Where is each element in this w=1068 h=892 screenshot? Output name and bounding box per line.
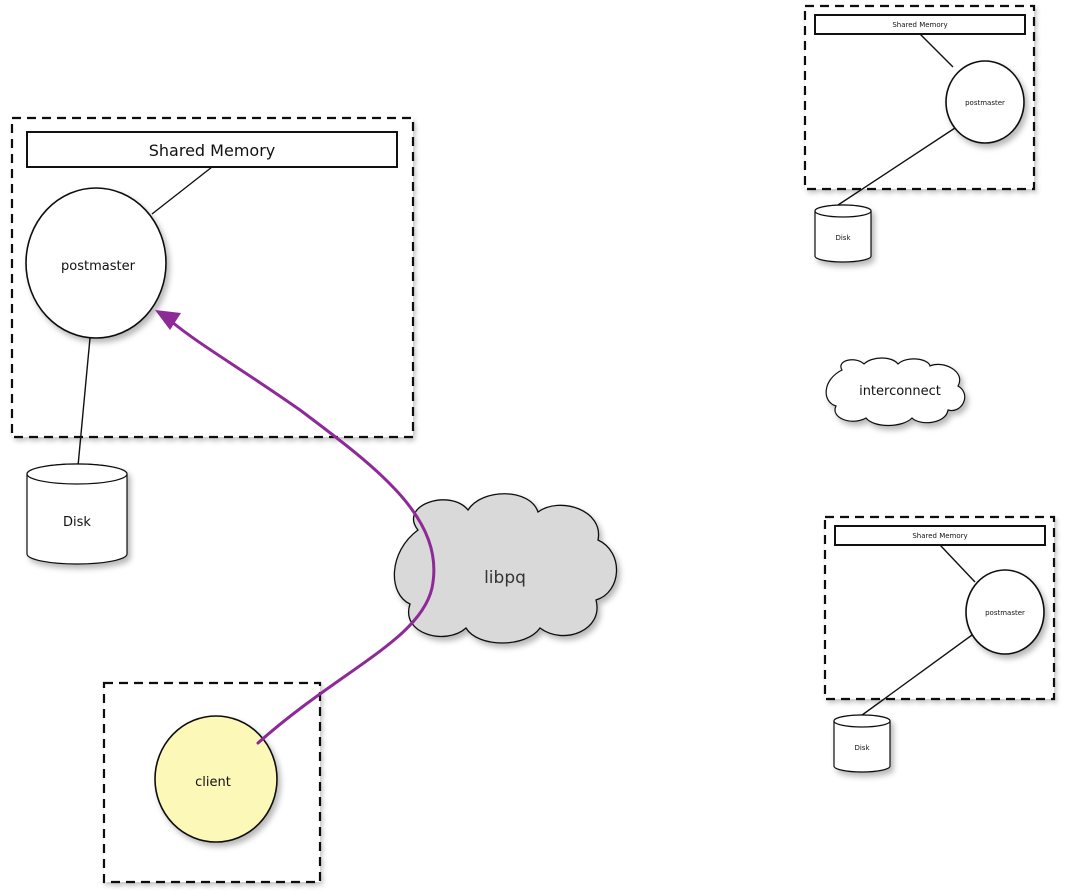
arrowhead-icon <box>155 310 181 330</box>
top-disk-link <box>837 127 956 206</box>
main-node-group: Shared Memory postmaster Disk <box>10 116 415 565</box>
libpq-label: libpq <box>484 568 526 588</box>
top-node-group: Shared Memory postmaster Disk <box>803 4 1036 263</box>
top-postmaster-label: postmaster <box>965 99 1005 107</box>
top-disk-cylinder <box>814 204 872 263</box>
libpq-cloud: libpq <box>393 493 618 644</box>
main-disk-cylinder <box>26 463 128 565</box>
main-postmaster-label: postmaster <box>61 259 136 274</box>
top-shared-memory-label: Shared Memory <box>892 21 947 29</box>
main-memory-link <box>151 166 213 215</box>
main-shared-memory-bar <box>26 131 398 168</box>
client-connection <box>155 310 436 745</box>
client-label: client <box>195 775 231 790</box>
bottom-postmaster-label: postmaster <box>985 609 1025 617</box>
main-shared-memory-label: Shared Memory <box>149 141 275 160</box>
top-postmaster-node <box>945 60 1025 144</box>
top-disk-label: Disk <box>835 234 851 242</box>
interconnect-cloud: interconnect <box>825 357 966 427</box>
interconnect-label: interconnect <box>859 384 941 399</box>
bottom-node-group: Shared Memory postmaster Disk <box>823 515 1056 773</box>
connection-curve <box>170 320 436 745</box>
main-postmaster-node <box>25 187 167 339</box>
bottom-disk-label: Disk <box>854 744 870 752</box>
bottom-disk-link <box>857 634 973 719</box>
bottom-shared-memory-label: Shared Memory <box>912 532 967 540</box>
bottom-postmaster-node <box>965 569 1045 655</box>
main-disk-label: Disk <box>63 515 91 530</box>
client-node <box>154 715 278 843</box>
bottom-memory-link <box>939 544 976 583</box>
bottom-disk-cylinder <box>833 714 891 773</box>
top-memory-link <box>919 33 954 68</box>
client-group: client <box>102 681 322 884</box>
main-disk-link <box>77 337 91 467</box>
